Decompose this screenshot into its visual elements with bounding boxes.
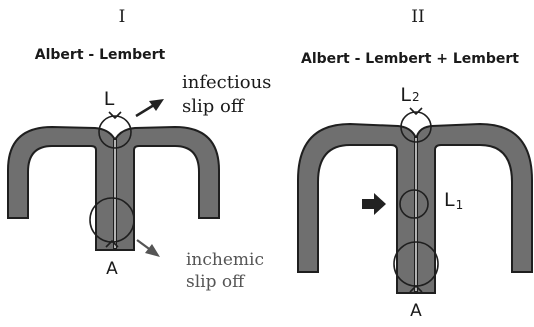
panel-1-title: Albert - Lembert — [35, 47, 166, 63]
note-top-line-1: infectious — [182, 72, 271, 93]
label-l1-sub: 1 — [456, 198, 464, 212]
panel-1-note-top: infectious slip off — [182, 72, 277, 117]
label-l1-letter: L — [444, 189, 455, 211]
panel-2-label-bottom: A — [410, 301, 422, 321]
infectious-arrow — [136, 99, 164, 116]
label-l2-sub: 2 — [412, 90, 420, 104]
panel-1-label-top: L — [104, 88, 115, 110]
panel-1-left-wall — [8, 127, 114, 250]
note-bottom-line-2: slip off — [186, 272, 246, 292]
panel-2-right-wall — [417, 124, 532, 293]
panel-1-note-bottom: inchemic slip off — [186, 250, 269, 292]
note-bottom-line-1: inchemic — [186, 250, 264, 270]
inchemic-arrow — [137, 240, 160, 257]
panel-2: II Albert - Lembert + Lembert L2 L1 A — [298, 7, 532, 321]
panel-2-left-wall — [298, 124, 415, 293]
panel-2-title: Albert - Lembert + Lembert — [301, 51, 519, 67]
panel-2-label-middle: L1 — [444, 189, 463, 212]
panel-1: I Albert - Lembert L A infectious slip o… — [8, 7, 277, 292]
pointer-arrow — [362, 193, 386, 215]
panel-1-numeral: I — [119, 7, 126, 27]
panel-1-label-bottom: A — [106, 259, 118, 279]
label-l2-letter: L — [400, 84, 411, 106]
note-top-line-2: slip off — [182, 96, 245, 117]
panel-2-label-top: L2 — [400, 84, 419, 106]
panel-2-numeral: II — [411, 7, 424, 27]
